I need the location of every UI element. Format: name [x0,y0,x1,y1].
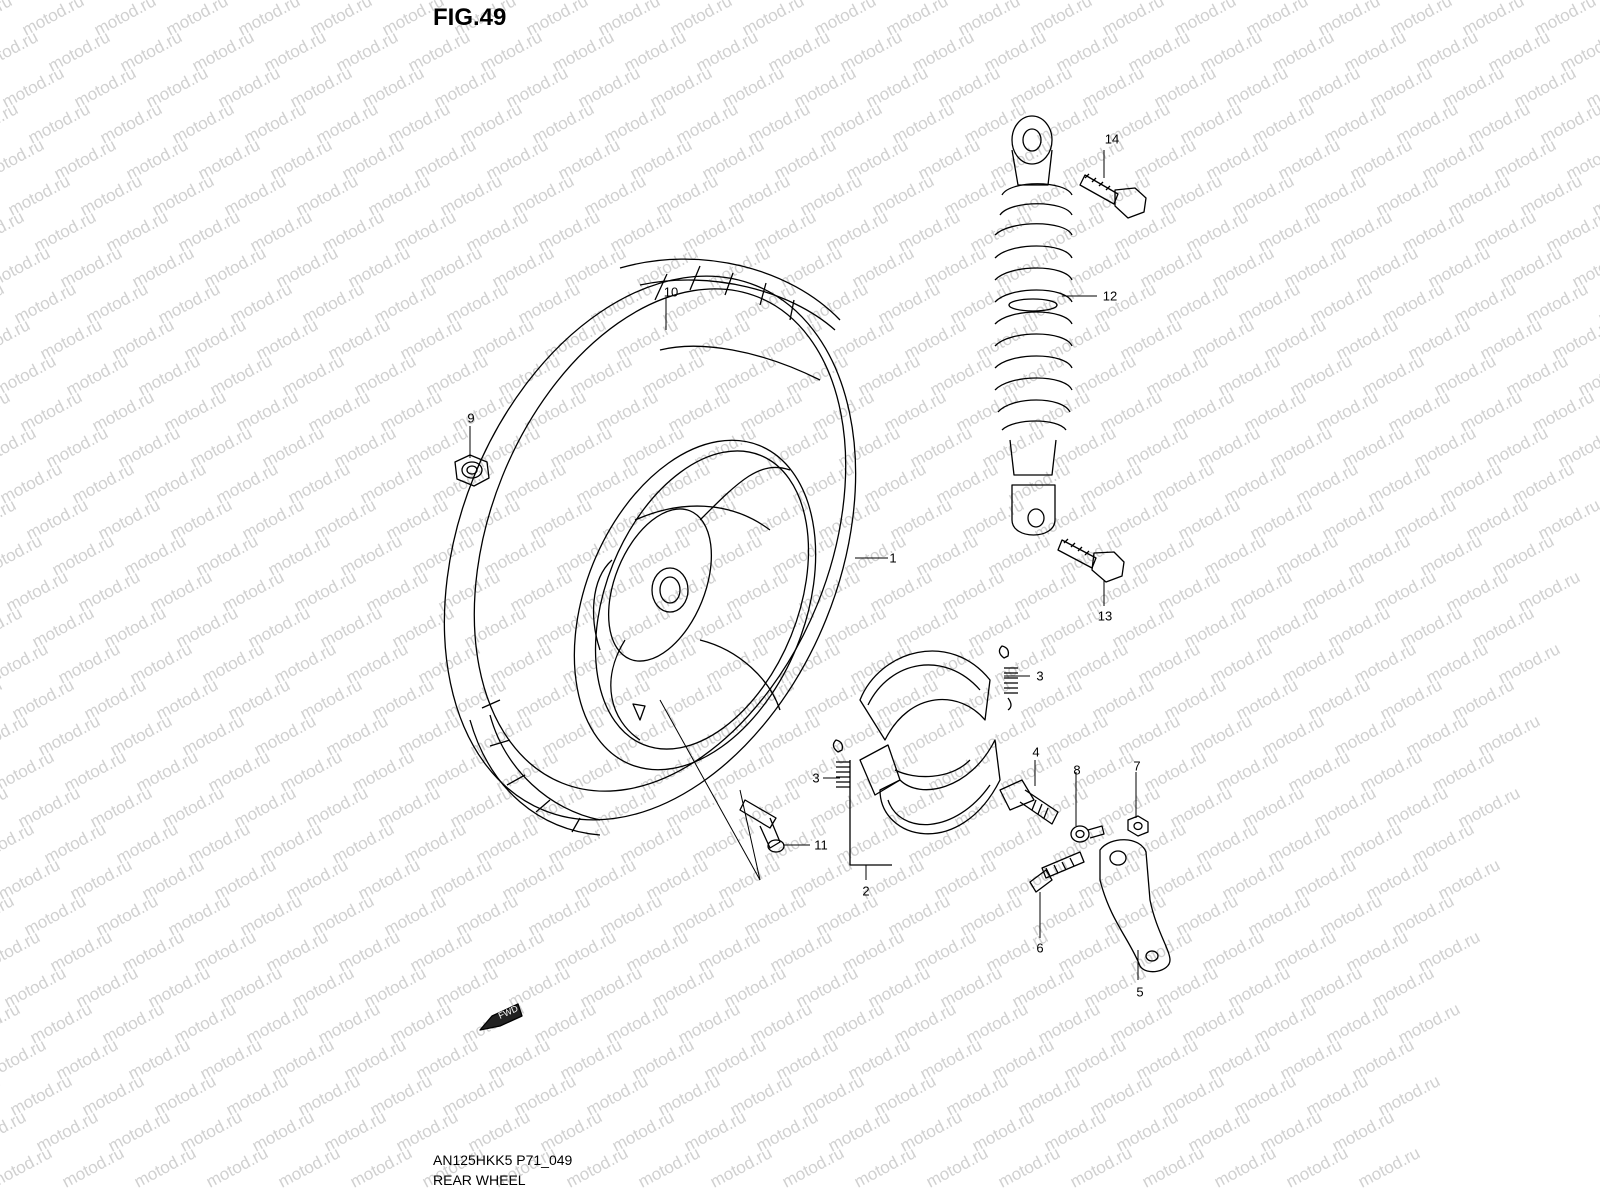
watermark-text: motod.ru [0,531,45,579]
brake-cam-lever [1099,839,1171,973]
watermark-text: motod.ru [0,783,11,831]
cam-lever-nut [1127,815,1149,837]
watermark-text: motod.ru [1067,1143,1135,1191]
callout-12: 12 [1102,288,1118,304]
model-code: AN125HKK5 P71_049 [433,1152,573,1168]
watermark-text: motod.ru [0,603,25,651]
cam-lever-bolt [1029,851,1085,893]
watermark-text: motod.ru [0,423,39,471]
callout-6: 6 [1036,940,1044,956]
watermark-text: motod.ru [131,1143,199,1191]
brake-shoe-spring-upper [998,645,1018,711]
callout-13: 13 [1097,608,1113,624]
watermark-text: motod.ru [0,171,1,219]
watermark-text: motod.ru [1139,1143,1207,1191]
watermark-text: motod.ru [0,135,47,183]
callout-14: 14 [1104,131,1120,147]
callout-11: 11 [814,837,828,853]
watermark-text: motod.ru [1283,1143,1351,1191]
callout-1: 1 [889,550,897,566]
callout-7: 7 [1133,758,1141,774]
callout-8: 8 [1073,762,1081,778]
brake-shoe-set [849,650,1001,866]
brake-cam-shaft [999,779,1059,825]
watermark-text: motod.ru [851,1143,919,1191]
callout-4: 4 [1032,744,1040,760]
watermark-text: motod.ru [0,243,53,291]
watermark-text: motod.ru [347,1143,415,1191]
watermark-text: motod.ru [203,1143,271,1191]
watermark-text: motod.ru [0,927,43,975]
watermark-text: motod.ru [0,495,19,543]
watermark-text: motod.ru [0,0,15,40]
rear-wheel-rim [573,439,817,771]
callout-3-lower: 3 [812,770,820,786]
watermark-text: motod.ru [1211,1143,1279,1191]
watermark-text: motod.ru [0,891,17,939]
watermark-text: motod.ru [0,1035,49,1083]
watermark-text: motod.ru [923,1143,991,1191]
watermark-text: motod.ru [0,1071,3,1119]
leader-lines [469,150,1139,980]
watermark-text: motod.ru [0,819,37,867]
callout-9: 9 [467,410,475,426]
figure-title: FIG.49 [433,4,507,31]
watermark-text: motod.ru [0,747,57,795]
watermark-text: motod.ru [0,387,13,435]
rear-tire [443,258,857,836]
callout-2: 2 [862,883,870,899]
watermark-text: motod.ru [275,1143,343,1191]
callout-5: 5 [1136,984,1144,1000]
watermark-text: motod.ru [59,1143,127,1191]
watermark-text: motod.ru [0,1143,55,1191]
watermark-text: motod.ru [635,1143,703,1191]
watermark-text: motod.ru [0,279,7,327]
cam-washer [1070,825,1105,843]
lower-shock-bolt [1057,538,1125,583]
rear-shock-absorber [994,115,1073,536]
watermark-text: motod.ru [1355,1143,1423,1191]
figure-name: REAR WHEEL [433,1172,526,1188]
watermark-text: motod.ru [0,639,51,687]
watermark-text: motod.ru [995,1143,1063,1191]
watermark-text: motod.ru [563,1143,631,1191]
upper-shock-bolt [1079,173,1147,219]
callout-3-upper: 3 [1036,668,1044,684]
callout-10: 10 [663,284,679,300]
brake-shoe-spring-lower [832,739,850,788]
watermark-text: motod.ru [0,99,21,147]
watermark-text: motod.ru [0,27,41,75]
watermark-text: motod.ru [0,351,59,399]
watermark-text: motod.ru [1577,0,1600,4]
watermark-text: motod.ru [0,999,23,1047]
tire-valve [739,799,785,853]
watermark-text: motod.ru [707,1143,775,1191]
watermark-text: motod.ru [779,1143,847,1191]
